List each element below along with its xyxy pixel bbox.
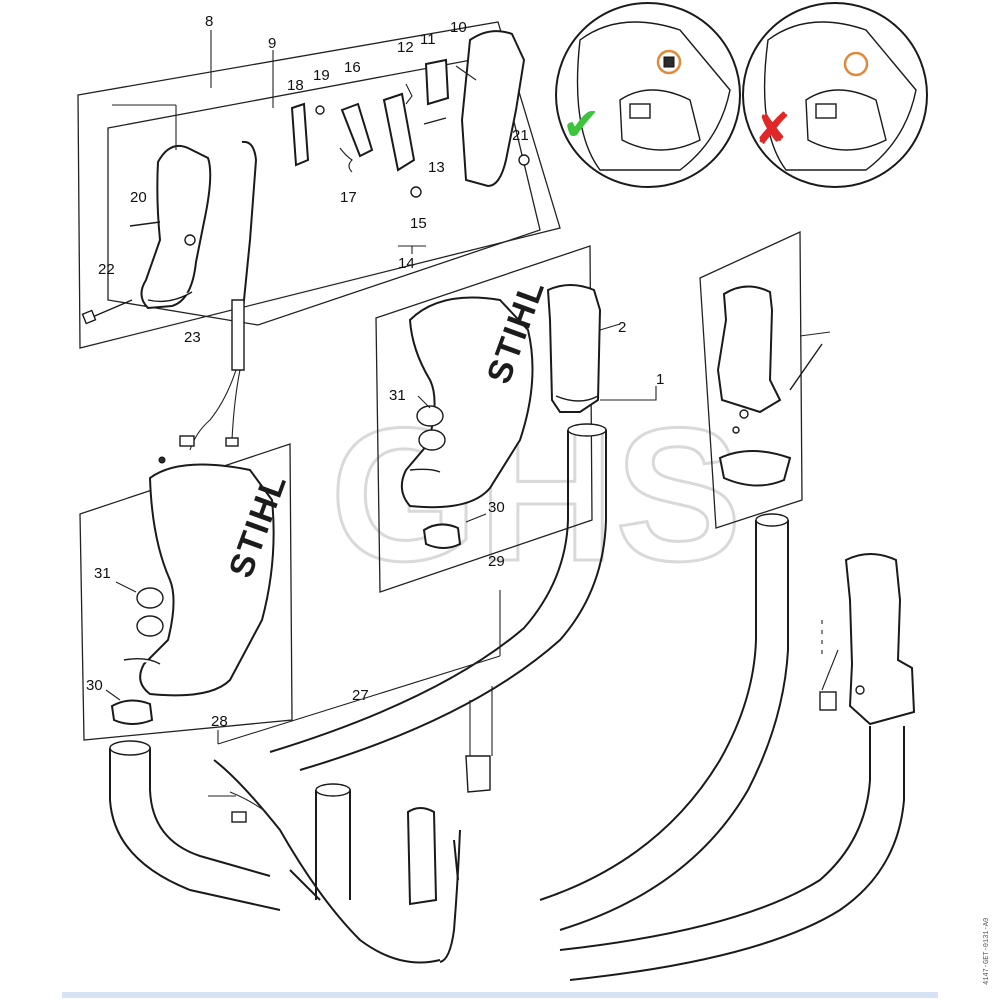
hand-guard-assembly-lower: STIHL (79, 443, 295, 741)
callout-31-lower: 31 (94, 565, 111, 582)
lower-handlebar-and-cable (109, 686, 493, 964)
callout-17: 17 (340, 189, 357, 206)
right-grip-tube (559, 553, 916, 981)
callout-8: 8 (205, 13, 213, 30)
callout-19: 19 (313, 67, 330, 84)
callout-15: 15 (410, 215, 427, 232)
incorrect-cross-icon: ✘ (754, 104, 791, 155)
callout-1: 1 (656, 371, 664, 388)
callout-12: 12 (397, 39, 414, 56)
callout-27: 27 (352, 687, 369, 704)
callout-30-upper: 30 (488, 499, 505, 516)
callout-28: 28 (211, 713, 228, 730)
callout-2: 2 (618, 319, 626, 336)
callout-11: 11 (420, 31, 436, 48)
inset-incorrect: ✘ (742, 2, 928, 188)
callout-10: 10 (450, 19, 467, 36)
callout-31-upper: 31 (389, 387, 406, 404)
callout-16: 16 (344, 59, 361, 76)
correct-check-icon: ✔ (562, 97, 601, 151)
bottom-band (62, 992, 938, 998)
callout-14: 14 (398, 255, 415, 272)
callout-13: 13 (428, 159, 445, 176)
inset-correct: ✔ (555, 2, 741, 188)
callout-18: 18 (287, 77, 304, 94)
callout-20: 20 (130, 189, 147, 206)
drawing-code: 4147-GET-0131-A0 (983, 918, 991, 985)
callout-9: 9 (268, 35, 276, 52)
control-handle-assembly-group (77, 21, 561, 464)
callout-29: 29 (488, 553, 505, 570)
callout-23: 23 (184, 329, 201, 346)
callout-30-lower: 30 (86, 677, 103, 694)
right-handle-assembly (539, 230, 831, 931)
callout-22: 22 (98, 261, 115, 278)
handle-grip-assembly (269, 284, 657, 771)
watermark-logo: GHS (330, 389, 742, 601)
callout-21: 21 (512, 127, 529, 144)
